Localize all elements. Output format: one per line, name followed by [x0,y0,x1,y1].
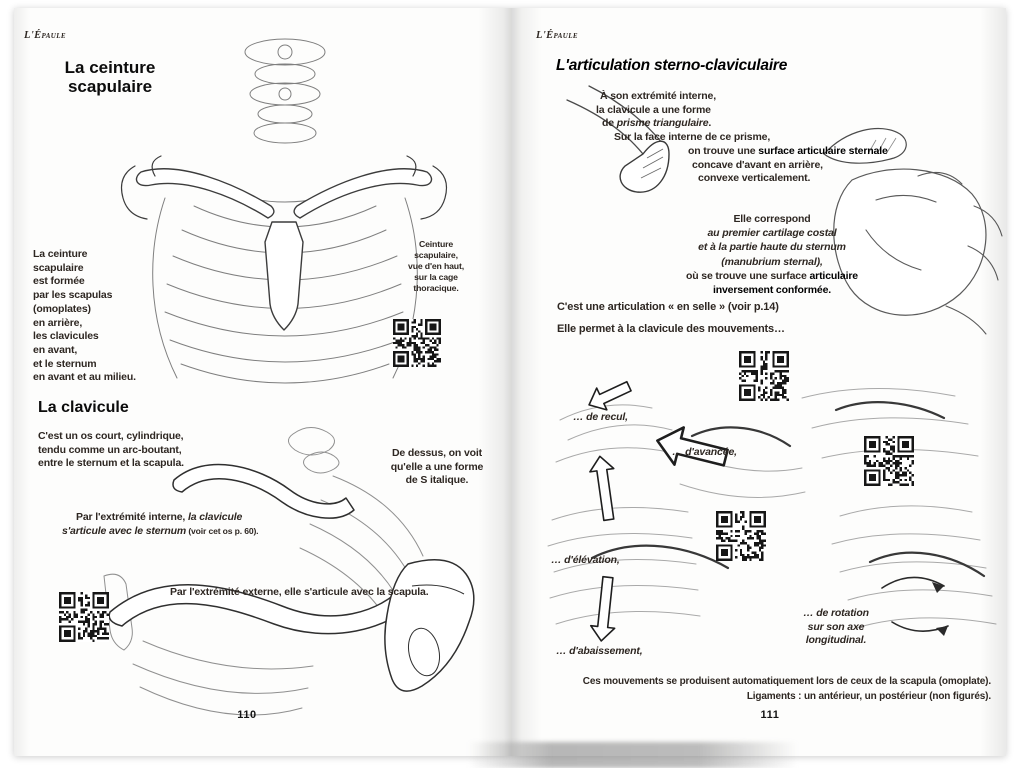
text-line: Par l'extrémité interne, la clavicule [76,511,243,523]
line-articulation-en-selle: C'est une articulation « en selle » (voi… [557,301,779,313]
label-avancee: … d'avancée, [672,446,737,458]
text-line: Ligaments : un antérieur, un postérieur … [746,691,991,702]
page-number-left: 110 [237,709,257,721]
illustration-movements [540,336,1010,674]
text-line: De dessus, on voit [391,447,483,459]
text-line: À son extrémité interne, [600,90,717,102]
text-line: entre le sternum et la scapula. [38,457,184,470]
text-line: concave d'avant en arrière, [692,158,823,171]
text-line: (manubrium sternal), [721,255,823,268]
text-line: en arrière, [33,316,83,329]
text-line: La ceinture [64,58,156,77]
text-line: scapulaire, [414,249,458,260]
qr-code [716,511,766,561]
illustration-scapular-girdle [95,36,473,388]
text-line: et le sternum [33,357,97,370]
text-line: s'articule avec le sternum (voir cet os … [62,524,259,537]
text-line: (omoplates) [33,302,91,315]
text-line: … de rotation [803,607,869,619]
qr-code [393,319,441,367]
text-line: thoracique. [413,282,459,293]
illustration-clavicle-views [78,416,488,716]
text-line: Ces mouvements se produisent automatique… [582,676,991,687]
qr-code [739,351,789,401]
text-line: est formée [33,275,85,288]
text-line: en avant et au milieu. [33,371,136,384]
right-page-header: L'Épaule [536,30,578,41]
text-line: convexe verticalement. [698,172,811,185]
qr-code [864,436,914,486]
text-line: scapulaire [33,261,84,274]
text-line: de prisme triangulaire. [602,117,712,130]
text-line: longitudinal. [805,634,867,646]
page-number-right: 111 [760,709,780,721]
label-abaissement: … d'abaissement, [556,645,643,657]
text-line: Sur la face interne de ce prisme, [614,131,771,144]
illustration-sternum-articulation [806,110,1008,338]
text-line: en avant, [33,343,78,356]
section-title-articulation: L'articulation sterno-claviculaire [556,57,788,74]
text-line: et à la partie haute du sternum [698,241,846,254]
text-line: de S italique. [405,474,469,487]
text-line: Elle correspond [733,213,811,225]
text-line: où se trouve une surface articulaire [685,269,858,282]
text-line: tendu comme un arc-boutant, [38,443,182,456]
footer-note: Ces mouvements se produisent automatique… [545,674,991,704]
text-line: les clavicules [33,330,99,343]
note-extremite-externe: Par l'extrémité externe, elle s'articule… [170,586,429,598]
text-line: on trouve une surface articulaire sterna… [688,144,888,157]
text-line: C'est un os court, cylindrique, [38,430,184,442]
left-page-header: L'Épaule [24,30,66,41]
text-line: scapulaire [67,77,153,96]
text-line: par les scapulas [33,289,113,302]
text-line: sur son axe [807,620,865,633]
paragraph-correspondance: Elle correspond au premier cartilage cos… [652,212,892,297]
text-line: la clavicule a une forme [596,103,711,116]
label-recul: … de recul, [573,411,628,423]
book-spread [14,8,1006,756]
note-extremite-interne: Par l'extrémité interne, la clavicule s'… [62,511,259,538]
text-line: Ceinture [418,239,454,249]
label-elevation: … d'élévation, [551,554,620,566]
section-title-clavicule: La clavicule [38,399,129,416]
paragraph-prism: À son extrémité interne, la clavicule a … [592,90,888,186]
body-text-clavicule-intro: C'est un os court, cylindrique,tendu com… [38,430,184,471]
text-line: vue d'en haut, [408,260,464,271]
illustration-clavicle-prism [563,84,708,242]
text-line: sur la cage [414,271,458,282]
text-line: qu'elle a une forme [390,460,484,473]
line-permet-mouvements: Elle permet à la clavicule des mouvement… [557,323,785,335]
text-line: La ceinture [33,248,88,260]
qr-code [59,592,109,642]
text-line: inversement conformée. [712,284,832,297]
text-line: au premier cartilage costal [707,227,837,240]
